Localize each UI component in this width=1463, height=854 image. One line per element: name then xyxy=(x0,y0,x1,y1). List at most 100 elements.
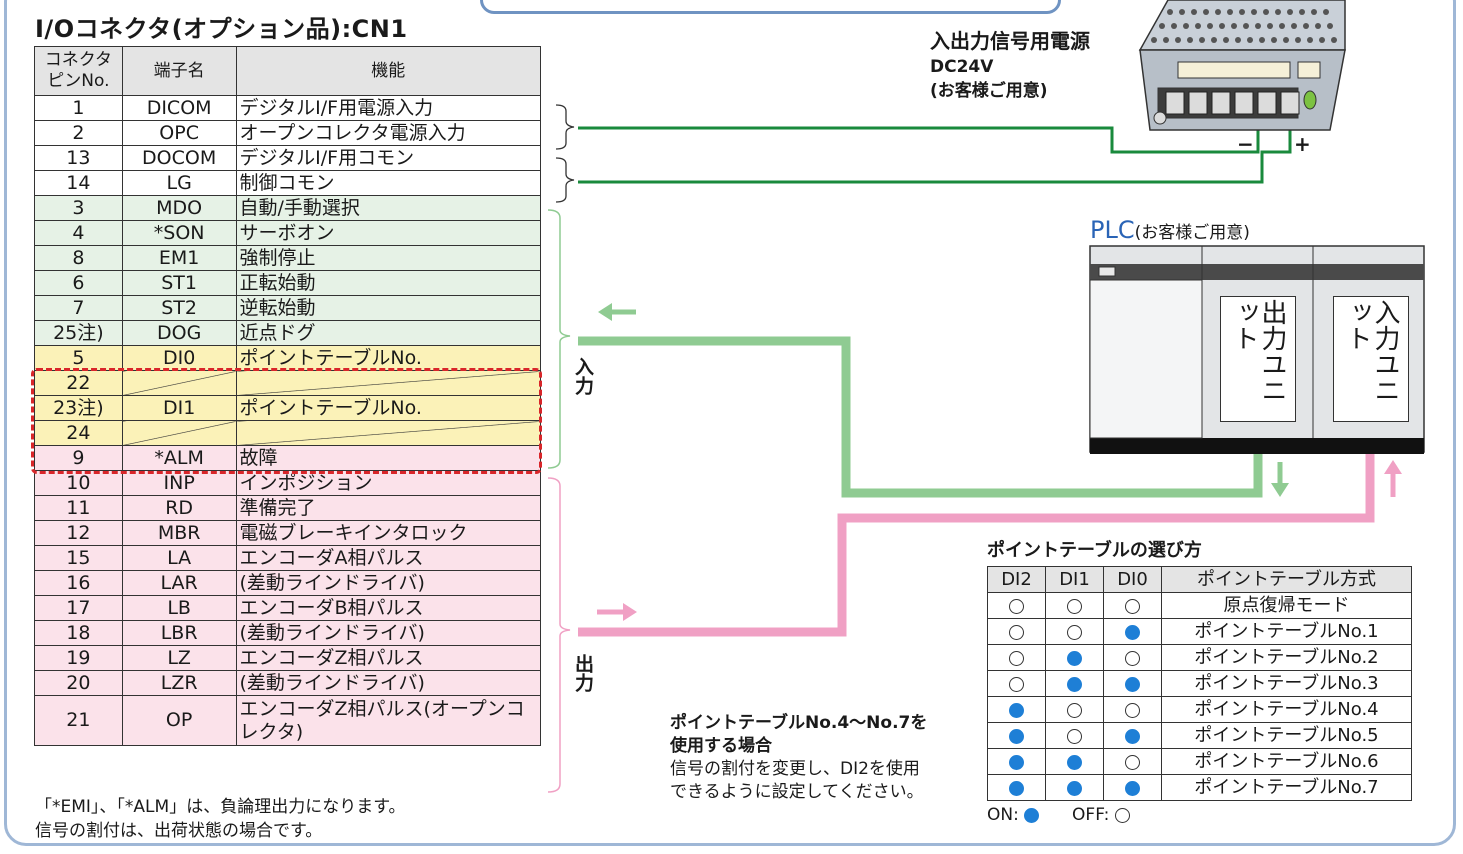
method-cell: 原点復帰モード xyxy=(1161,592,1412,619)
function-cell: 制御コモン xyxy=(235,170,542,196)
table-row: 24 xyxy=(34,420,542,446)
plc-input-unit: 入力ユニット xyxy=(1333,296,1409,422)
terminal-name-cell: *ALM xyxy=(121,445,237,471)
function-cell: 故障 xyxy=(235,445,542,471)
function-cell: エンコーダZ相パルス xyxy=(235,645,542,671)
usage-note: ポイントテーブルNo.4〜No.7を 使用する場合 信号の割付を変更し、DI2を… xyxy=(670,712,927,804)
bit-cell xyxy=(1103,722,1162,749)
pin-cell: 19 xyxy=(34,645,123,671)
on-dot-icon xyxy=(1067,676,1082,692)
pin-cell: 2 xyxy=(34,120,123,146)
terminal-name-cell: MDO xyxy=(121,195,237,221)
plc-input-unit-label: 入力ユニット xyxy=(1342,299,1400,403)
point-table-title: ポイントテーブルの選び方 xyxy=(987,540,1202,561)
terminal-name-cell: LAR xyxy=(121,570,237,596)
terminal-name-cell: DOCOM xyxy=(121,145,237,171)
function-cell: 電磁ブレーキインタロック xyxy=(235,520,542,546)
function-cell: 逆転始動 xyxy=(235,295,542,321)
bit-cell xyxy=(1045,696,1104,723)
footnote-line-2: 信号の割付は、出荷状態の場合です。 xyxy=(35,821,323,841)
function-cell: ポイントテーブルNo. xyxy=(235,345,542,371)
plc-note: (お客様ご用意) xyxy=(1134,223,1250,243)
off-dot-icon xyxy=(1067,598,1082,614)
page-frame xyxy=(4,0,1456,846)
point-table-row: ポイントテーブルNo.7 xyxy=(987,774,1412,801)
bit-cell xyxy=(1045,644,1104,671)
bit-cell xyxy=(1103,696,1162,723)
label-output: 出力 xyxy=(572,654,594,692)
bit-cell xyxy=(987,670,1046,697)
bit-cell xyxy=(1045,748,1104,775)
point-table-row: ポイントテーブルNo.2 xyxy=(987,644,1412,671)
method-cell: ポイントテーブルNo.2 xyxy=(1161,644,1412,671)
bit-cell xyxy=(987,696,1046,723)
function-cell: オープンコレクタ電源入力 xyxy=(235,120,542,146)
bit-cell xyxy=(987,774,1046,801)
point-table-row: ポイントテーブルNo.4 xyxy=(987,696,1412,723)
point-table-row: ポイントテーブルNo.3 xyxy=(987,670,1412,697)
terminal-plus-label: + xyxy=(1294,132,1311,156)
table-header-row: コネクタピンNo. 端子名 機能 xyxy=(34,46,542,96)
bit-cell xyxy=(1045,722,1104,749)
point-table-row: ポイントテーブルNo.5 xyxy=(987,722,1412,749)
function-cell: 近点ドグ xyxy=(235,320,542,346)
on-dot-icon xyxy=(1009,702,1024,718)
point-table-row: 原点復帰モード xyxy=(987,592,1412,619)
header-pin: コネクタピンNo. xyxy=(34,46,123,96)
point-table-header-row: DI2 DI1 DI0 ポイントテーブル方式 xyxy=(987,566,1412,593)
function-cell: エンコーダZ相パルス(オープンコレクタ) xyxy=(235,695,542,746)
terminal-name-cell: DICOM xyxy=(121,95,237,121)
header-func: 機能 xyxy=(235,46,542,96)
pin-cell: 21 xyxy=(34,695,123,746)
legend-on-dot xyxy=(1024,807,1040,823)
off-dot-icon xyxy=(1125,650,1140,666)
terminal-name-cell: ST2 xyxy=(121,295,237,321)
function-cell: (差動ラインドライバ) xyxy=(235,570,542,596)
power-supply-voltage: DC24V xyxy=(930,57,994,77)
footnote-line-1: 「*EMI」、「*ALM」は、負論理出力になります。 xyxy=(35,797,406,817)
pt-header-di0: DI0 xyxy=(1103,566,1162,593)
usage-note-title-2: 使用する場合 xyxy=(670,736,772,756)
plc-title: PLC(お客様ご用意) xyxy=(1090,216,1250,244)
off-dot-icon xyxy=(1125,754,1140,770)
terminal-name-cell: DOG xyxy=(121,320,237,346)
pin-cell: 20 xyxy=(34,670,123,696)
pin-cell: 12 xyxy=(34,520,123,546)
terminal-name-cell: RD xyxy=(121,495,237,521)
on-dot-icon xyxy=(1009,754,1024,770)
off-dot-icon xyxy=(1009,676,1024,692)
on-dot-icon xyxy=(1067,754,1082,770)
bit-cell xyxy=(1103,670,1162,697)
function-cell: エンコーダA相パルス xyxy=(235,545,542,571)
pin-cell: 16 xyxy=(34,570,123,596)
pin-cell: 17 xyxy=(34,595,123,621)
on-dot-icon xyxy=(1125,728,1140,744)
label-input: 入力 xyxy=(572,357,594,395)
off-dot-icon xyxy=(1009,650,1024,666)
bit-cell xyxy=(1103,592,1162,619)
off-dot-icon xyxy=(1067,624,1082,640)
pin-cell: 18 xyxy=(34,620,123,646)
usage-note-body-2: できるように設定してください。 xyxy=(670,782,924,802)
bit-cell xyxy=(1103,748,1162,775)
off-dot-icon xyxy=(1125,598,1140,614)
footnote: 「*EMI」、「*ALM」は、負論理出力になります。 信号の割付は、出荷状態の場… xyxy=(35,795,406,843)
bit-cell xyxy=(1045,670,1104,697)
bit-cell xyxy=(987,644,1046,671)
legend-off-label: OFF: xyxy=(1072,805,1110,825)
pin-cell: 7 xyxy=(34,295,123,321)
